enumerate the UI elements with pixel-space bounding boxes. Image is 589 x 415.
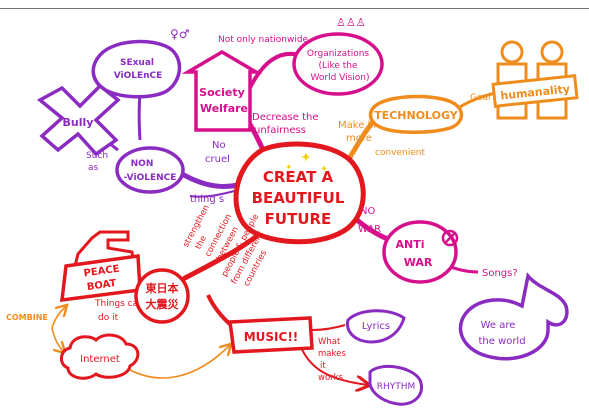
music-note-shape	[458, 272, 569, 361]
top-rule	[0, 8, 589, 9]
center-line-3: FUTURE	[265, 210, 332, 228]
society-line-1: Society	[199, 86, 245, 99]
music-box	[228, 316, 314, 354]
things-can-line-1: Things can	[94, 299, 144, 309]
anti-war-line-1: ANTi	[396, 238, 425, 251]
peace-boat-line-2: BOAT	[86, 278, 117, 293]
make-life-line-2: more	[346, 133, 372, 144]
branch-things	[189, 189, 239, 198]
what-makes-line-3: it	[320, 361, 326, 371]
lyrics-mouth	[346, 309, 406, 344]
anti-war-oval	[382, 220, 458, 284]
center-blob	[233, 141, 366, 245]
earthquake-line-2: 大震災	[146, 297, 180, 311]
non-violence-line-2: -ViOLENCE	[124, 173, 177, 183]
peace-boat-line-1: PEACE	[83, 264, 120, 280]
what-makes-line-1: What	[318, 337, 341, 347]
society-welfare-house	[181, 49, 263, 132]
organizations-line-2: (Like the	[318, 61, 358, 71]
bully-cross	[36, 83, 121, 157]
star-icon: ✦	[320, 164, 328, 175]
what-makes-line-2: makes	[318, 349, 346, 359]
what-makes-line-4: works	[318, 373, 344, 383]
combine-label: COMBINE	[6, 313, 48, 322]
not-only-label: Not only nationwide	[218, 35, 309, 45]
no-cruel-line-2: cruel	[205, 154, 230, 165]
technology-label: TECHNOLOGY	[374, 109, 459, 122]
we-are-line-2: the world	[478, 336, 525, 347]
rhythm-ear	[368, 364, 423, 406]
convenient-label: convenient	[375, 148, 425, 158]
organizations-oval	[292, 32, 384, 96]
sexual-violence-line-1: SExual	[120, 58, 154, 68]
technology-blob	[368, 94, 464, 135]
things-label: thing s	[190, 194, 224, 205]
star-icon: ✦	[300, 150, 312, 166]
rhythm-label: RHYTHM	[377, 382, 416, 392]
sexual-violence-line-2: ViOLEnCE	[114, 71, 163, 81]
center-line-1: CREAT A	[263, 168, 334, 186]
internet-label: Internet	[80, 354, 120, 365]
combine-arrow-down	[51, 327, 64, 352]
earthquake-line-1: 東日本	[146, 281, 179, 295]
non-violence-line-1: NON	[131, 159, 154, 169]
branch-rhythm	[299, 344, 368, 385]
branch-organizations	[244, 51, 301, 97]
no-sign-icon	[441, 229, 459, 247]
star-icon: ✦	[285, 163, 293, 173]
sexual-violence-blob	[91, 39, 182, 99]
such-as-line-2: as	[88, 163, 99, 173]
gender-symbol-icon: ♀♂	[170, 27, 190, 41]
branch-lyrics	[311, 324, 346, 331]
no-war-line-1: NO	[360, 206, 375, 217]
combine-arrow-up	[51, 306, 66, 329]
earthquake-circle	[134, 268, 190, 324]
songs-label: Songs?	[482, 268, 518, 279]
make-life-line-1: Make life	[338, 120, 383, 131]
center-line-2: BEAUTIFUL	[252, 189, 345, 207]
anti-war-line-2: WAR	[404, 256, 433, 269]
decrease-line-1: Decrease the	[252, 112, 318, 123]
such-as-line-1: Such	[86, 151, 108, 161]
organizations-line-1: Organizations	[307, 49, 370, 59]
organizations-line-3: World Vision)	[310, 73, 369, 83]
humanality-banner	[491, 74, 579, 108]
no-cruel-line-1: No	[212, 140, 226, 151]
we-are-line-1: We are	[481, 320, 516, 331]
internet-to-music-arrow	[129, 345, 230, 379]
decrease-line-2: unfairness	[254, 125, 306, 136]
people-icon: ♙♙♙	[336, 16, 366, 29]
lyrics-label: Lyrics	[362, 321, 390, 332]
internet-cloud	[60, 333, 140, 380]
no-war-line-2: WAR	[358, 224, 381, 235]
things-can-line-2: do it	[98, 313, 119, 323]
goal-label: Goal	[470, 93, 491, 103]
bully-label: Bully	[63, 116, 94, 129]
non-violence-oval	[115, 146, 185, 194]
peace-boat-body	[60, 254, 142, 303]
music-label: MUSIC!!	[244, 330, 299, 344]
no-sign-slash	[444, 232, 456, 244]
society-line-2: Welfare	[200, 102, 248, 115]
